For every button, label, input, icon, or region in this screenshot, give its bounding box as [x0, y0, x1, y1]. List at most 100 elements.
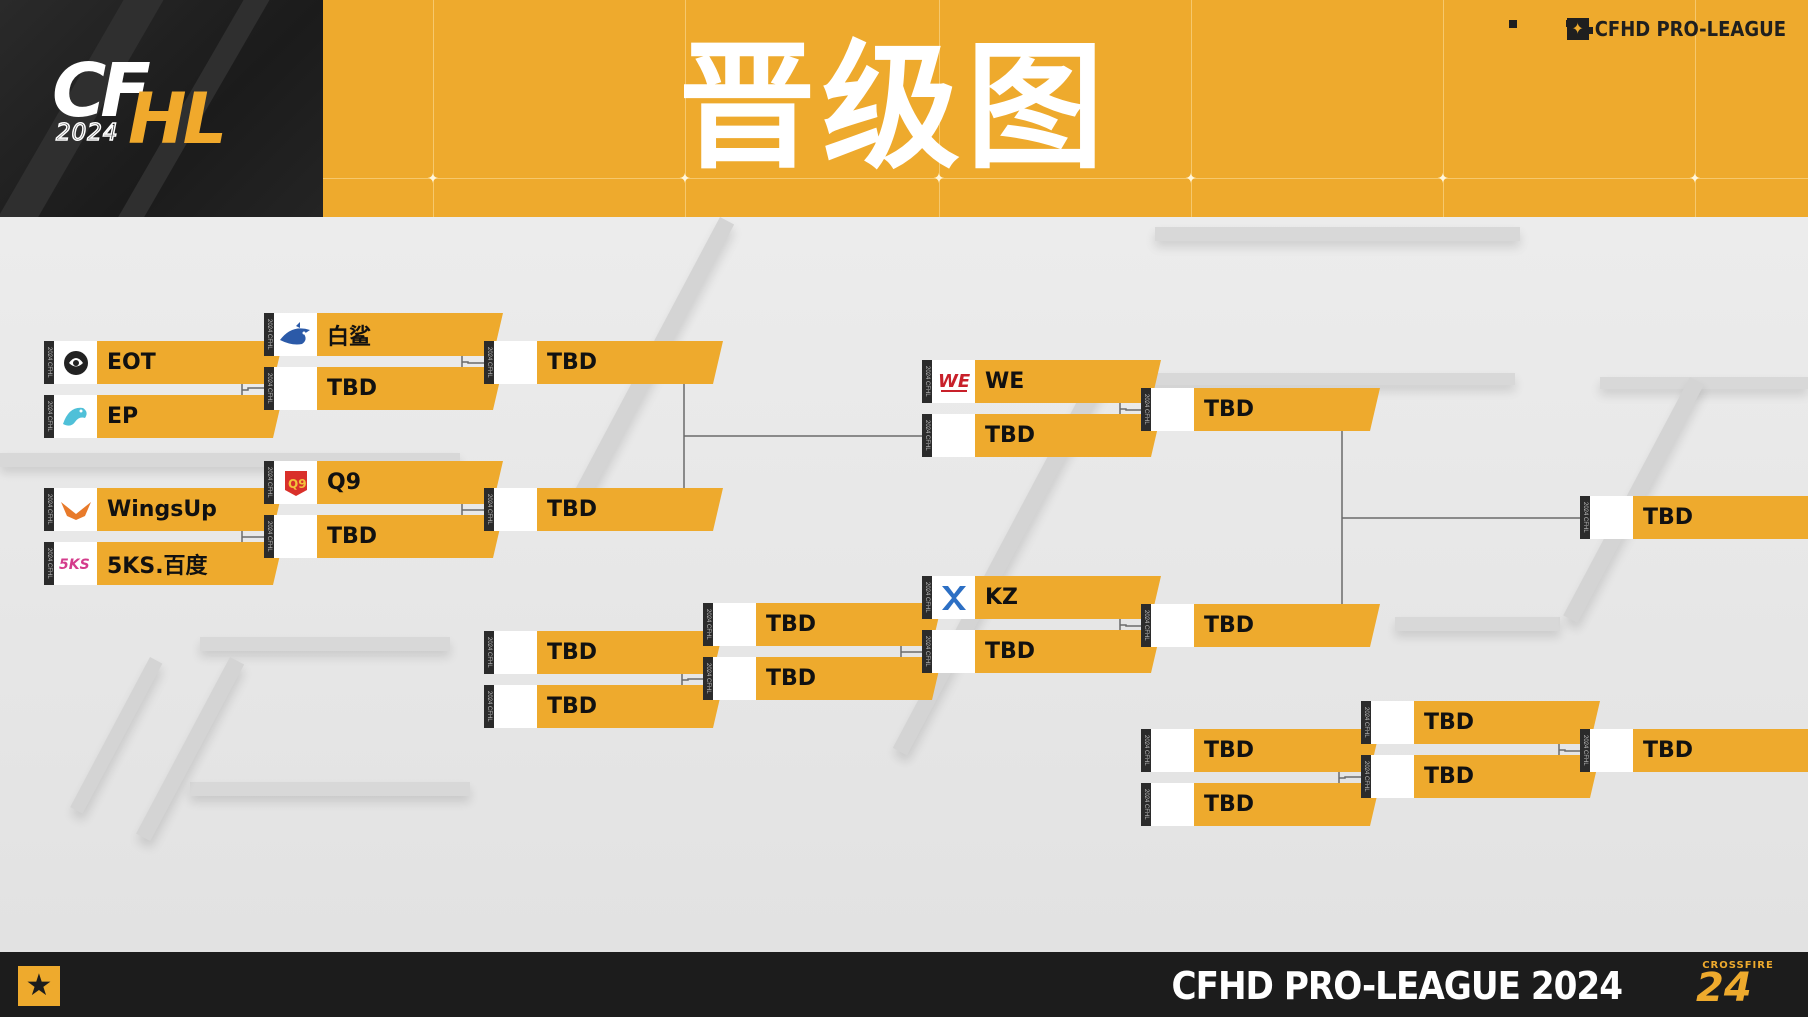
empty-logo	[494, 341, 537, 384]
title-panel: ✦ ✦ ✦ ✦ ✦ ✦ 晋级图 ✦ CFHD PRO-LEAGUE	[323, 0, 1808, 217]
bg-decor	[1110, 373, 1515, 385]
bracket-slot-we[interactable]: 2024 CFHL WE WE	[922, 360, 1161, 403]
team-name: TBD	[1194, 729, 1370, 772]
team-name: TBD	[537, 685, 713, 728]
slot-tag: 2024 CFHL	[264, 367, 274, 410]
bracket-slot-tbd[interactable]: 2024 CFHL TBD	[264, 515, 503, 558]
bracket-slot-ep[interactable]: 2024 CFHL EP	[44, 395, 283, 438]
q9-logo-icon: Q9	[274, 461, 317, 504]
bracket-slot-tbd[interactable]: 2024 CFHL TBD	[1141, 388, 1380, 431]
team-name: TBD	[975, 414, 1151, 457]
bracket-slot-tbd[interactable]: 2024 CFHL TBD	[922, 414, 1161, 457]
team-name: EP	[97, 395, 273, 438]
bracket-connector	[1325, 409, 1343, 627]
slot-tag: 2024 CFHL	[1141, 729, 1151, 772]
bracket-slot-tbd[interactable]: 2024 CFHL TBD	[484, 631, 723, 674]
empty-logo	[1151, 604, 1194, 647]
team-name: TBD	[537, 341, 713, 384]
empty-logo	[713, 603, 756, 646]
empty-logo	[494, 488, 537, 531]
5ks-logo-icon: 5KS	[54, 542, 97, 585]
empty-logo	[713, 657, 756, 700]
team-name: WE	[975, 360, 1151, 403]
bracket-connector	[1120, 408, 1141, 411]
logo-hl-text: HL	[128, 78, 227, 160]
wingsup-logo-icon	[54, 488, 97, 531]
bracket-slot-tbd[interactable]: 2024 CFHL TBD	[1141, 604, 1380, 647]
bracket-slot-tbd[interactable]: 2024 CFHL TBD	[703, 657, 942, 700]
team-name: TBD	[756, 657, 932, 700]
team-name: TBD	[537, 488, 713, 531]
bracket-slot-tbd[interactable]: 2024 CFHL TBD	[1361, 755, 1600, 798]
logo-cf-text: CF	[52, 48, 151, 134]
eot-logo-icon	[54, 341, 97, 384]
slot-tag: 2024 CFHL	[922, 630, 932, 673]
bracket-slot-tbd[interactable]: 2024 CFHL TBD	[264, 367, 503, 410]
team-name: TBD	[756, 603, 932, 646]
team-name: TBD	[317, 367, 493, 410]
slot-tag: 2024 CFHL	[264, 313, 274, 356]
team-name: TBD	[537, 631, 713, 674]
team-name: TBD	[1633, 729, 1808, 772]
slot-tag: 2024 CFHL	[44, 395, 54, 438]
bracket-slot-kz[interactable]: 2024 CFHL KZ	[922, 576, 1161, 619]
team-name: EOT	[97, 341, 273, 384]
slot-tag: 2024 CFHL	[703, 657, 713, 700]
bracket-slot-white-shark[interactable]: 2024 CFHL 白鲨	[264, 313, 503, 356]
bracket-slot-tbd[interactable]: 2024 CFHL TBD	[484, 341, 723, 384]
slot-tag: 2024 CFHL	[1580, 496, 1590, 539]
slot-tag: 2024 CFHL	[484, 685, 494, 728]
team-name: WingsUp	[97, 488, 273, 531]
slot-tag: 2024 CFHL	[922, 360, 932, 403]
bracket-slot-eot[interactable]: 2024 CFHL EOT	[44, 341, 283, 384]
bracket-slot-tbd[interactable]: 2024 CFHL TBD	[703, 603, 942, 646]
team-name: TBD	[1414, 755, 1590, 798]
empty-logo	[1371, 701, 1414, 744]
bracket-connector	[242, 387, 264, 391]
slot-tag: 2024 CFHL	[1141, 604, 1151, 647]
kz-logo-icon	[932, 576, 975, 619]
star-icon: ✦	[1566, 18, 1589, 40]
svg-text:WE: WE	[938, 371, 971, 392]
team-name: TBD	[975, 630, 1151, 673]
slot-tag: 2024 CFHL	[484, 631, 494, 674]
slot-tag: 2024 CFHL	[44, 542, 54, 585]
bg-decor	[200, 637, 450, 651]
footer: ★ CFHD PRO-LEAGUE 2024 CROSSFIRE 24	[0, 952, 1808, 1017]
bracket-slot-q9[interactable]: 2024 CFHL Q9 Q9	[264, 461, 503, 504]
bracket-slot-tbd[interactable]: 2024 CFHL TBD	[484, 488, 723, 531]
crossfire-number: 24	[1696, 965, 1752, 1011]
bracket-connector	[682, 678, 703, 681]
bracket-area: 2024 CFHL EOT 2024 CFHL EP 2024 CFHL Win…	[0, 217, 1808, 952]
svg-text:Q9: Q9	[288, 477, 307, 491]
bracket-connector	[462, 361, 484, 364]
crossfire-label: CROSSFIRE	[1702, 960, 1774, 971]
bracket-slot-tbd[interactable]: 2024 CFHL TBD	[1361, 701, 1600, 744]
bracket-slot-tbd[interactable]: 2024 CFHL TBD	[484, 685, 723, 728]
bracket-slot-tbd[interactable]: 2024 CFHL TBD	[1141, 729, 1380, 772]
slot-tag: 2024 CFHL	[703, 603, 713, 646]
bracket-slot-wingsup[interactable]: 2024 CFHL WingsUp	[44, 488, 283, 531]
slot-tag: 2024 CFHL	[922, 576, 932, 619]
top-brand: ✦ CFHD PRO-LEAGUE	[1566, 16, 1786, 42]
top-brand-text: CFHD PRO-LEAGUE	[1594, 17, 1786, 41]
svg-text:5KS: 5KS	[59, 557, 90, 572]
bracket-connector	[1120, 624, 1141, 627]
team-name: TBD	[1194, 783, 1370, 826]
bracket-slot-5ks[interactable]: 2024 CFHL 5KS 5KS.百度	[44, 542, 283, 585]
team-name: TBD	[1194, 604, 1370, 647]
empty-logo	[932, 414, 975, 457]
empty-logo	[494, 631, 537, 674]
team-name: TBD	[1194, 388, 1370, 431]
team-name: Q9	[317, 461, 493, 504]
bg-decor	[1395, 617, 1560, 631]
empty-logo	[1151, 729, 1194, 772]
ep-dragon-logo-icon	[54, 395, 97, 438]
bracket-slot-final[interactable]: 2024 CFHL TBD	[1580, 496, 1808, 539]
bracket-slot-third-place[interactable]: 2024 CFHL TBD	[1580, 729, 1808, 772]
bracket-slot-tbd[interactable]: 2024 CFHL TBD	[1141, 783, 1380, 826]
empty-logo	[1590, 729, 1633, 772]
bracket-slot-tbd[interactable]: 2024 CFHL TBD	[922, 630, 1161, 673]
slot-tag: 2024 CFHL	[484, 488, 494, 531]
team-name: 白鲨	[317, 313, 493, 356]
